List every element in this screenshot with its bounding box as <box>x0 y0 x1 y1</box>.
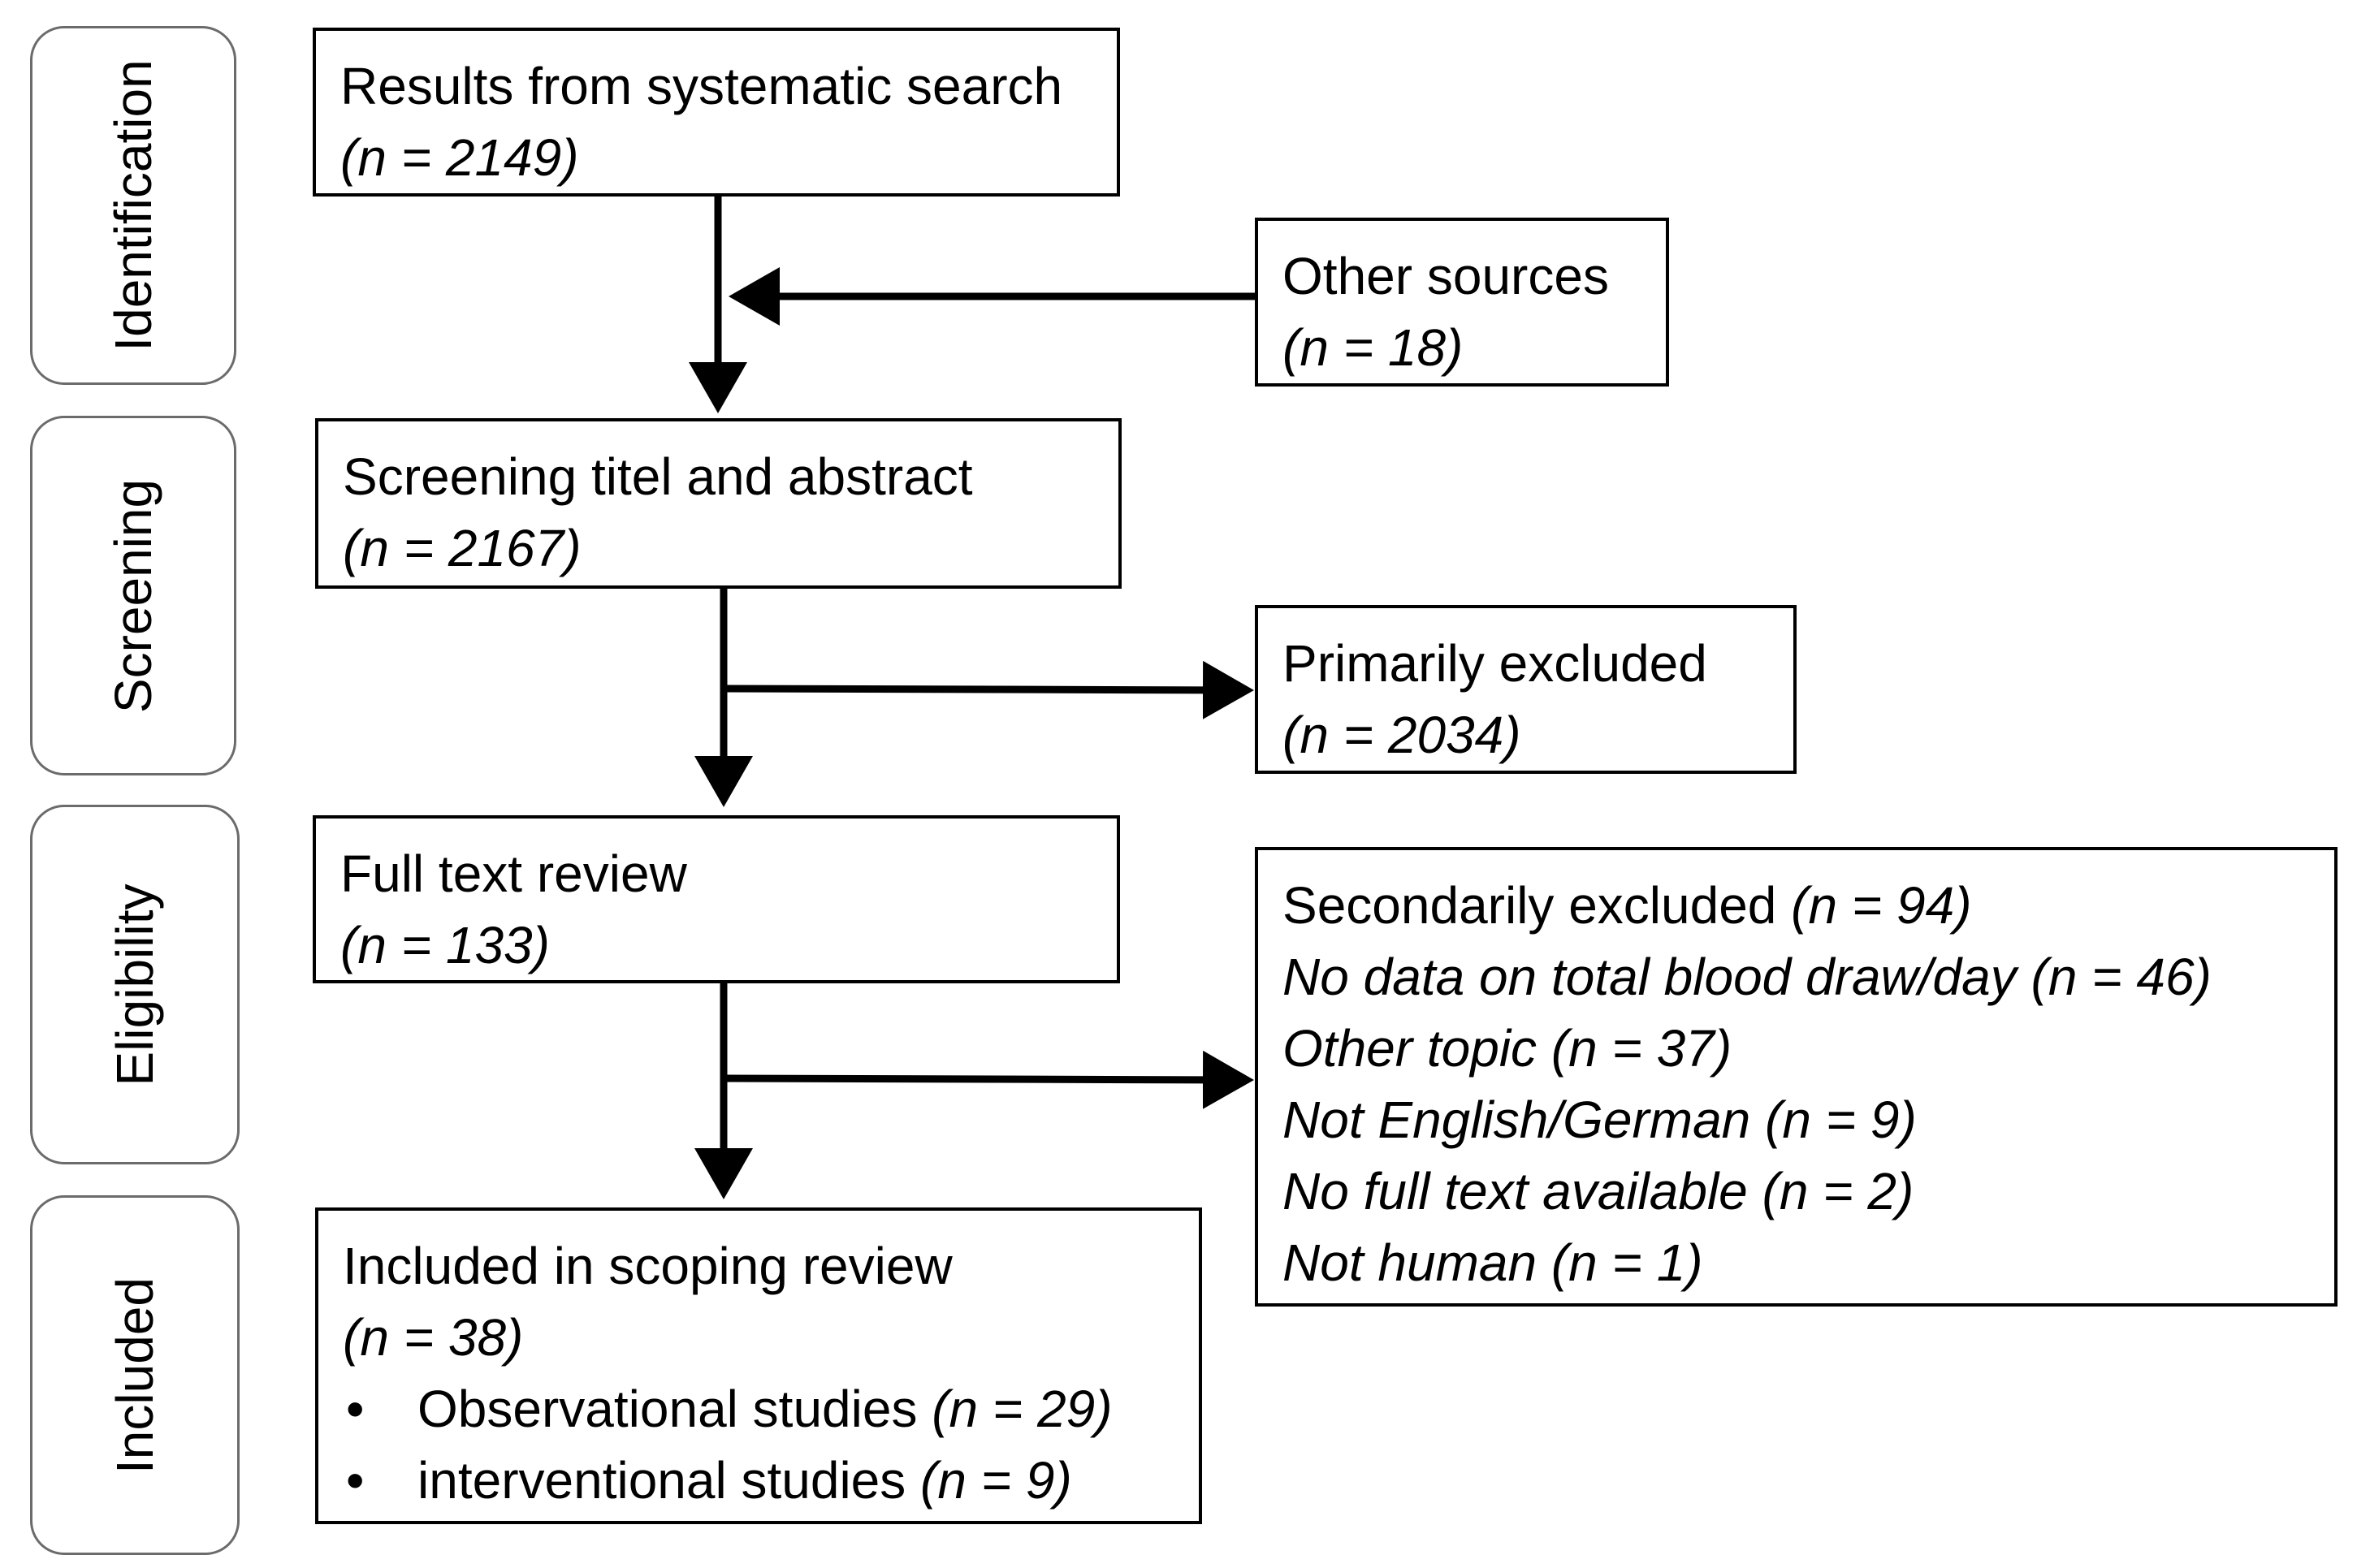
included-item-interventional: • interventional studies (n = 9) <box>343 1445 1174 1516</box>
exclusion-reason: No data on total blood draw/day (n = 46) <box>1282 948 2212 1006</box>
primarily-excluded-box: Primarily excluded (n = 2034) <box>1255 605 1797 774</box>
primarily-excluded-title: Primarily excluded <box>1282 634 1707 693</box>
phase-identification: Identification <box>30 26 236 385</box>
exclusion-reason: Not human (n = 1) <box>1282 1233 1703 1292</box>
phase-screening: Screening <box>30 416 236 775</box>
screening-count: (n = 2167) <box>343 519 582 577</box>
screening-box: Screening titel and abstract (n = 2167) <box>315 418 1122 589</box>
included-box: Included in scoping review (n = 38) • Ob… <box>315 1207 1202 1524</box>
secondarily-excluded-title: Secondarily excluded <box>1282 876 1792 935</box>
primarily-excluded-count: (n = 2034) <box>1282 706 1521 764</box>
included-item-count: (n = 9) <box>920 1451 1072 1510</box>
exclusion-reason: No full text available (n = 2) <box>1282 1162 1914 1220</box>
included-item-count: (n = 29) <box>932 1380 1113 1438</box>
bullet-icon: • <box>346 1451 365 1510</box>
secondarily-excluded-count: (n = 94) <box>1791 876 1972 935</box>
included-item-label: Observational studies <box>417 1380 932 1438</box>
included-title: Included in scoping review <box>343 1237 953 1295</box>
included-item-observational: • Observational studies (n = 29) <box>343 1373 1174 1445</box>
systematic-search-title: Results from systematic search <box>340 57 1063 115</box>
arrow-to-primarily-excluded <box>723 660 1254 719</box>
full-text-count: (n = 133) <box>340 916 550 974</box>
secondarily-excluded-box: Secondarily excluded (n = 94) No data on… <box>1255 847 2338 1307</box>
secondarily-excluded-heading: Secondarily excluded (n = 94) <box>1282 870 2310 941</box>
full-text-box: Full text review (n = 133) <box>313 815 1120 983</box>
systematic-search-box: Results from systematic search (n = 2149… <box>313 28 1120 197</box>
bullet-icon: • <box>346 1380 365 1438</box>
phase-included: Included <box>30 1195 240 1555</box>
phase-eligibility: Eligibility <box>30 805 240 1164</box>
exclusion-reason: Not English/German (n = 9) <box>1282 1091 1917 1149</box>
included-count: (n = 38) <box>343 1308 524 1367</box>
systematic-search-count: (n = 2149) <box>340 128 579 187</box>
other-sources-box: Other sources (n = 18) <box>1255 218 1669 387</box>
arrow-to-secondarily-excluded <box>723 1050 1254 1109</box>
other-sources-count: (n = 18) <box>1282 318 1464 377</box>
other-sources-title: Other sources <box>1282 247 1609 305</box>
exclusion-reason: Other topic (n = 37) <box>1282 1019 1732 1078</box>
screening-title: Screening titel and abstract <box>343 447 973 506</box>
included-item-label: interventional studies <box>417 1451 921 1510</box>
full-text-title: Full text review <box>340 844 687 903</box>
